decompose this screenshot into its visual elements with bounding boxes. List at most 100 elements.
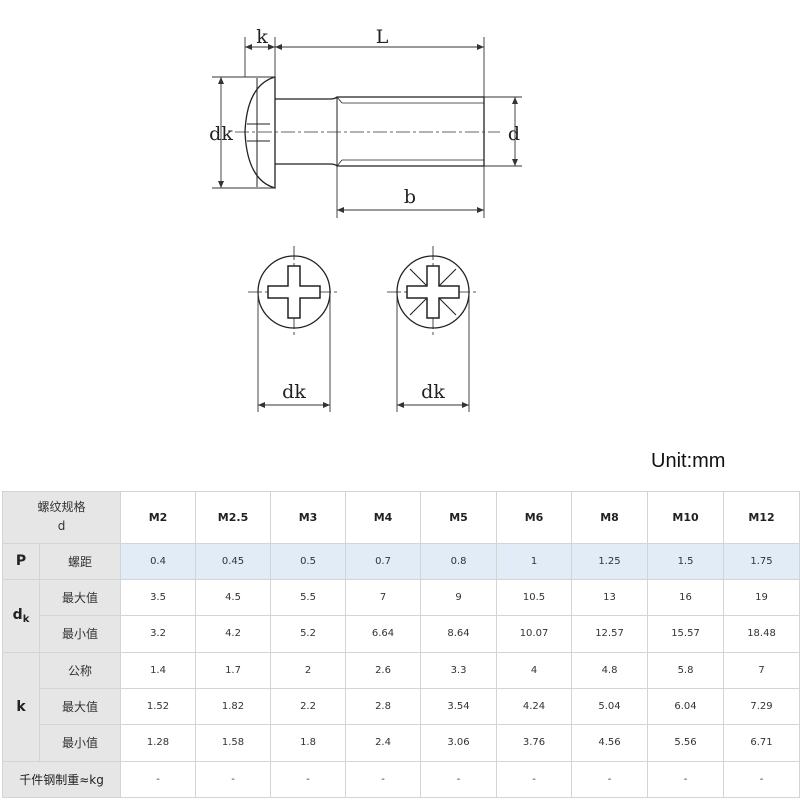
table-cell: 7 xyxy=(723,651,800,689)
table-cell: - xyxy=(270,760,347,799)
size-header: M2.5 xyxy=(195,491,272,544)
table-cell: - xyxy=(647,760,725,799)
size-header: M4 xyxy=(345,491,422,544)
table-cell: 4.8 xyxy=(571,651,649,689)
table-cell: 10.5 xyxy=(496,578,573,617)
table-cell: 3.06 xyxy=(420,724,498,762)
pitch-symbol: P xyxy=(2,542,40,580)
weight-label: 千件钢制重≈kg xyxy=(1,760,122,799)
table-cell: 9 xyxy=(420,578,498,617)
table-cell: 1.28 xyxy=(120,724,197,762)
table-cell: 18.48 xyxy=(723,615,800,653)
table-cell: 1.82 xyxy=(195,687,272,726)
size-header: M10 xyxy=(647,491,725,544)
table-cell: 3.3 xyxy=(420,651,498,689)
table-cell: 6.04 xyxy=(647,687,725,726)
table-cell: 2 xyxy=(270,651,347,689)
table-cell: 19 xyxy=(723,578,800,617)
k-max-label: 最大值 xyxy=(38,687,122,726)
table-cell: 3.54 xyxy=(420,687,498,726)
dk-max-row: dk 最大值 3.5 4.5 5.5 7 9 10.5 13 16 19 xyxy=(2,578,800,653)
table-cell: 4.56 xyxy=(571,724,649,762)
table-cell: - xyxy=(120,760,197,799)
size-header: M12 xyxy=(723,491,800,544)
table-cell: 12.57 xyxy=(571,615,649,653)
k-min-label: 最小值 xyxy=(38,724,122,762)
thread-spec-symbol: d xyxy=(57,519,66,534)
pitch-row: P 螺距 0.4 0.45 0.5 0.7 0.8 1 1.25 1.5 1.7… xyxy=(2,542,800,580)
table-cell: 4.24 xyxy=(496,687,573,726)
table-cell: 15.57 xyxy=(647,615,725,653)
table-cell: 1.8 xyxy=(270,724,347,762)
table-cell: 5.5 xyxy=(270,578,347,617)
table-cell: 3.5 xyxy=(120,578,197,617)
table-cell: 16 xyxy=(647,578,725,617)
table-cell: - xyxy=(420,760,498,799)
table-cell: 0.7 xyxy=(345,542,422,580)
table-cell: 4.2 xyxy=(195,615,272,653)
table-cell: 10.07 xyxy=(496,615,573,653)
table-cell: 0.5 xyxy=(270,542,347,580)
table-cell: 0.8 xyxy=(420,542,498,580)
table-cell: 7.29 xyxy=(723,687,800,726)
table-cell: 5.56 xyxy=(647,724,725,762)
screw-shank-outline xyxy=(275,96,485,167)
table-cell: 1.25 xyxy=(571,542,649,580)
k-max-row: 最大值 1.52 1.82 2.2 2.8 3.54 4.24 5.04 6.0… xyxy=(3,687,800,726)
table-cell: 1.4 xyxy=(120,651,197,689)
table-cell: 2.2 xyxy=(270,687,347,726)
k-nominal-row: k 公称 1.4 1.7 2 2.6 3.3 4 4.8 5.8 7 xyxy=(2,651,800,762)
screw-head-outline xyxy=(244,76,276,189)
dim-d-label: d xyxy=(508,123,520,145)
table-cell: 7 xyxy=(345,578,422,617)
unit-label: Unit:mm xyxy=(651,450,726,472)
table-cell: 3.76 xyxy=(496,724,573,762)
table-cell: - xyxy=(571,760,649,799)
table-cell: 2.4 xyxy=(345,724,422,762)
table-cell: 1.75 xyxy=(723,542,800,580)
table-cell: 8.64 xyxy=(420,615,498,653)
size-header: M6 xyxy=(496,491,573,544)
table-cell: 5.04 xyxy=(571,687,649,726)
table-cell: 1.5 xyxy=(647,542,725,580)
thread-spec-label: 螺纹规格 xyxy=(37,500,86,515)
dk-max-label: 最大值 xyxy=(38,578,122,617)
table-cell: 6.71 xyxy=(723,724,800,762)
table-cell: 1.52 xyxy=(120,687,197,726)
table-cell: 4.5 xyxy=(195,578,272,617)
k-min-row: 最小值 1.28 1.58 1.8 2.4 3.06 3.76 4.56 5.5… xyxy=(3,724,800,762)
table-cell: 1 xyxy=(496,542,573,580)
k-nominal-label: 公称 xyxy=(38,651,122,689)
pitch-label: 螺距 xyxy=(38,542,122,580)
dim-dk-left-label: dk xyxy=(282,381,306,403)
dk-min-label: 最小值 xyxy=(38,615,122,653)
table-cell: 6.64 xyxy=(345,615,422,653)
dim-dk-label: dk xyxy=(209,123,233,145)
table-cell: 13 xyxy=(571,578,649,617)
head-top-view-phillips xyxy=(248,246,340,338)
size-header: M5 xyxy=(420,491,498,544)
weight-row: 千件钢制重≈kg - - - - - - - - - xyxy=(1,760,800,799)
table-cell: 0.4 xyxy=(120,542,197,580)
table-cell: 1.58 xyxy=(195,724,272,762)
dk-symbol-sub: k xyxy=(22,613,30,625)
dim-b-label: b xyxy=(404,186,416,208)
table-cell: 4 xyxy=(496,651,573,689)
dk-min-row: 最小值 3.2 4.2 5.2 6.64 8.64 10.07 12.57 15… xyxy=(3,615,800,653)
table-cell: - xyxy=(195,760,272,799)
table-cell: 1.7 xyxy=(195,651,272,689)
dim-L-label: L xyxy=(376,26,389,48)
table-cell: - xyxy=(723,760,800,799)
screw-technical-drawing: k L dk d b dk dk xyxy=(209,26,522,412)
table-cell: 0.45 xyxy=(195,542,272,580)
dim-dk-right-label: dk xyxy=(421,381,445,403)
dk-symbol: dk xyxy=(2,578,40,653)
dk-symbol-main: d xyxy=(12,606,23,623)
thread-spec-header: 螺纹规格 d xyxy=(1,491,122,544)
table-cell: 2.8 xyxy=(345,687,422,726)
table-cell: 5.2 xyxy=(270,615,347,653)
table-cell: - xyxy=(345,760,422,799)
size-header: M2 xyxy=(120,491,197,544)
